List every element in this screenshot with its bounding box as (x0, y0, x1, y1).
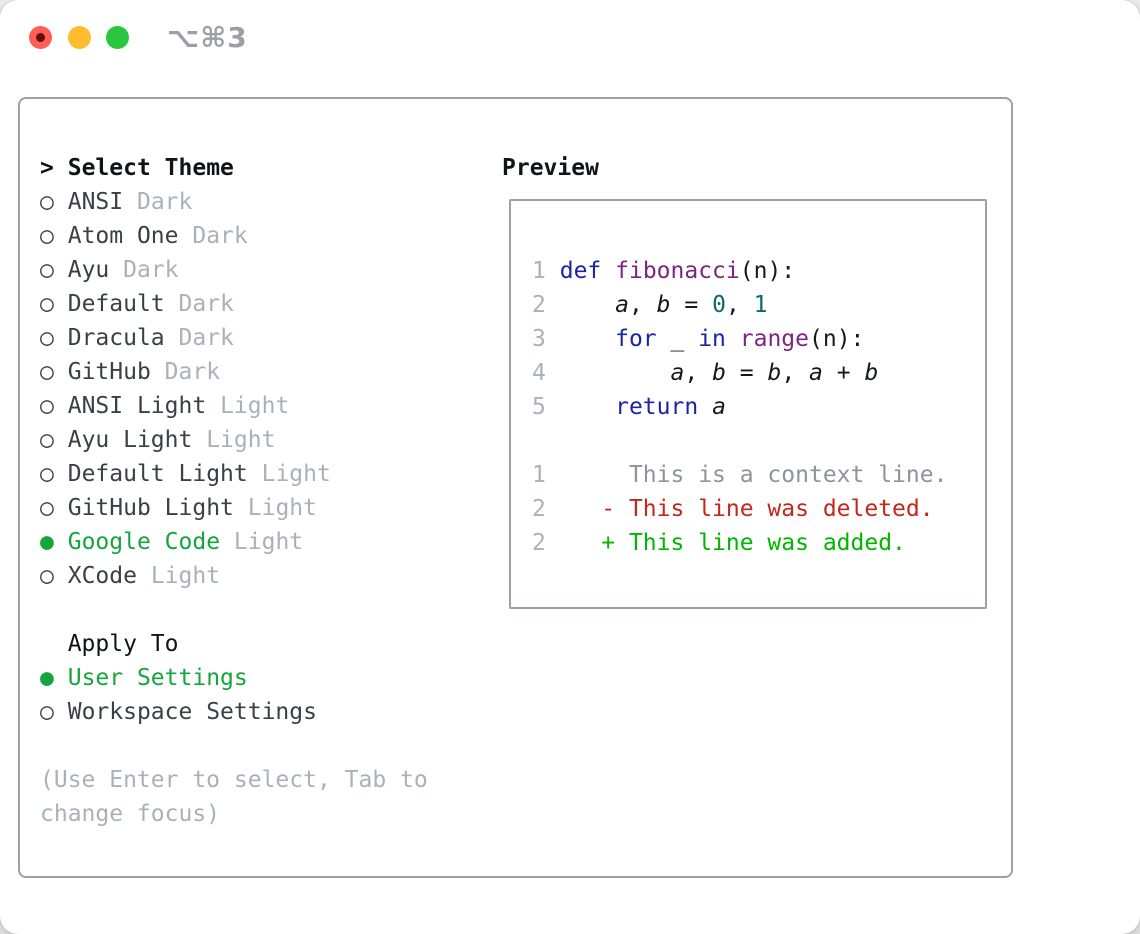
theme-option-default-light[interactable]: ○ Default Light Light (40, 457, 428, 491)
diff-line-added: 2 + This line was added. (532, 530, 906, 556)
code-line: 2 a, b = 0, 1 (532, 292, 768, 318)
theme-option-dracula[interactable]: ○ Dracula Dark (40, 321, 428, 355)
theme-name: Atom One (67, 223, 179, 249)
theme-name: Default Light (67, 461, 248, 487)
line-number: 4 (532, 360, 546, 386)
theme-name: Dracula (67, 325, 165, 351)
theme-name: Ayu (67, 257, 110, 283)
radio-icon: ○ (40, 359, 54, 385)
theme-list: > Select Theme○ ANSI Dark○ Atom One Dark… (40, 151, 428, 831)
spacer-row (40, 593, 428, 627)
line-number: 1 (532, 258, 546, 284)
preview-title: Preview (502, 155, 599, 181)
line-number: 2 (532, 496, 546, 522)
theme-name: Google Code (67, 529, 221, 555)
theme-variant: Dark (192, 223, 248, 249)
theme-option-github-light[interactable]: ○ GitHub Light Light (40, 491, 428, 525)
theme-name: GitHub Light (67, 495, 234, 521)
code-line: 1 def fibonacci(n): (532, 258, 796, 284)
radio-icon: ○ (40, 427, 54, 453)
theme-variant: Dark (178, 325, 234, 351)
theme-name: GitHub (67, 359, 151, 385)
theme-option-ansi[interactable]: ○ ANSI Dark (40, 185, 428, 219)
list-title-row: > Select Theme (40, 151, 428, 185)
diff-line-deleted: 2 - This line was deleted. (532, 496, 934, 522)
theme-option-xcode[interactable]: ○ XCode Light (40, 559, 428, 593)
theme-variant: Dark (164, 359, 221, 385)
apply-to-title-row: Apply To (40, 627, 428, 661)
theme-name: Ayu Light (67, 427, 193, 453)
blank-line (532, 424, 947, 458)
help-text: (Use Enter to select, Tab to (40, 767, 428, 793)
close-button[interactable] (29, 26, 52, 49)
radio-icon: ○ (40, 325, 54, 351)
radio-icon: ○ (40, 461, 54, 487)
apply-option-workspace-settings[interactable]: ○ Workspace Settings (40, 695, 428, 729)
line-number: 5 (532, 394, 546, 420)
theme-option-ansi-light[interactable]: ○ ANSI Light Light (40, 389, 428, 423)
code-line: 5 return a (532, 394, 726, 420)
code-line: 4 a, b = b, a + b (532, 360, 879, 386)
theme-variant: Light (247, 495, 317, 521)
title-bar: ⌥⌘3 (0, 0, 1140, 74)
preview-box: 1 def fibonacci(n): 2 a, b = 0, 1 3 for _ … (509, 199, 987, 609)
radio-icon: ○ (40, 291, 54, 317)
help-text-line: (Use Enter to select, Tab to (40, 763, 428, 797)
code-line: 3 for _ in range(n): (532, 326, 865, 352)
radio-selected-icon: ● (40, 529, 54, 555)
theme-variant: Dark (178, 291, 234, 317)
diff-line-context: 1 This is a context line. (532, 462, 948, 488)
line-number: 1 (532, 462, 546, 488)
radio-icon: ○ (40, 699, 54, 725)
theme-option-github[interactable]: ○ GitHub Dark (40, 355, 428, 389)
apply-option-label: User Settings (67, 665, 248, 691)
theme-variant: Light (150, 563, 221, 589)
theme-variant: Dark (136, 189, 193, 215)
radio-icon: ○ (40, 563, 54, 589)
help-text: change focus) (40, 801, 221, 827)
radio-selected-icon: ● (40, 665, 54, 691)
apply-option-user-settings[interactable]: ● User Settings (40, 661, 428, 695)
theme-option-default[interactable]: ○ Default Dark (40, 287, 428, 321)
minimize-button[interactable] (68, 26, 91, 49)
theme-name: ANSI (67, 189, 124, 215)
spacer-row (40, 729, 428, 763)
radio-icon: ○ (40, 495, 54, 521)
theme-variant: Light (233, 529, 304, 555)
line-number: 2 (532, 292, 546, 318)
radio-icon: ○ (40, 223, 54, 249)
theme-option-ayu-light[interactable]: ○ Ayu Light Light (40, 423, 428, 457)
theme-name: Default (67, 291, 165, 317)
line-number: 2 (532, 530, 546, 556)
radio-icon: ○ (40, 257, 54, 283)
theme-option-atom-one[interactable]: ○ Atom One Dark (40, 219, 428, 253)
radio-icon: ○ (40, 393, 54, 419)
apply-to-title: Apply To (40, 631, 179, 657)
theme-variant: Light (206, 427, 276, 453)
window-shortcut-label: ⌥⌘3 (167, 21, 248, 54)
help-text-line: change focus) (40, 797, 428, 831)
zoom-button[interactable] (106, 26, 129, 49)
code-preview: 1 def fibonacci(n): 2 a, b = 0, 1 3 for _ … (511, 201, 947, 560)
theme-option-google-code[interactable]: ● Google Code Light (40, 525, 428, 559)
theme-variant: Light (220, 393, 290, 419)
apply-option-label: Workspace Settings (67, 699, 317, 725)
theme-picker-panel: > Select Theme○ ANSI Dark○ Atom One Dark… (18, 97, 1013, 878)
list-title: Select Theme (67, 155, 234, 181)
theme-name: XCode (67, 563, 137, 589)
line-number: 3 (532, 326, 546, 352)
theme-option-ayu[interactable]: ○ Ayu Dark (40, 253, 428, 287)
theme-name: ANSI Light (67, 393, 207, 419)
theme-variant: Light (261, 461, 331, 487)
radio-icon: ○ (40, 189, 54, 215)
cursor-icon: > (40, 155, 54, 181)
theme-variant: Dark (123, 257, 179, 283)
